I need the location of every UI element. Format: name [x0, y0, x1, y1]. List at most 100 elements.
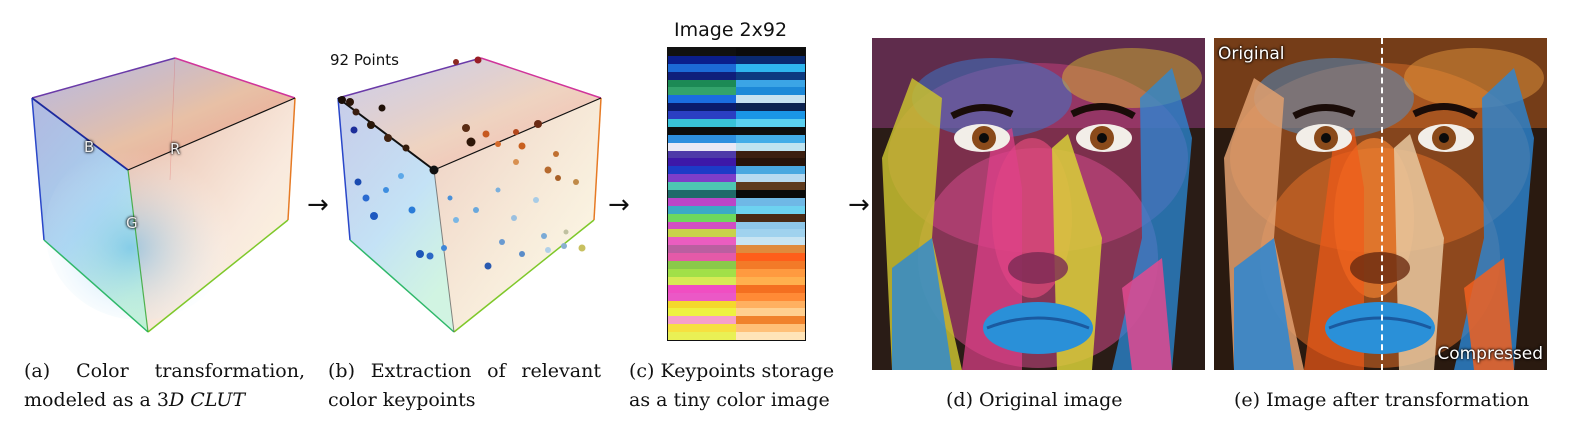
keypoint-swatch-right [736, 87, 805, 96]
keypoint-swatch-left [668, 284, 736, 293]
keypoint-swatch-right [736, 308, 805, 317]
caption-a-line2: modeled as a 3D CLUT [24, 386, 305, 415]
keypoint-swatch-left [668, 324, 736, 333]
label-original: Original [1218, 44, 1285, 64]
keypoint-swatch-right [736, 182, 805, 191]
keypoint-swatch-left [668, 166, 736, 175]
keypoint-swatch-right [736, 261, 805, 269]
keypoint-swatch-right [736, 71, 805, 80]
arrow-b-to-c: → [608, 190, 630, 220]
keypoint-swatch-left [668, 63, 736, 72]
keypoint-swatch-right [736, 119, 805, 127]
keypoint-swatch-right [736, 190, 805, 198]
keypoint-column-left [668, 48, 736, 340]
keypoint-swatch-left [668, 332, 736, 340]
axis-label-g: G [126, 214, 138, 232]
comparison-divider-line [1381, 38, 1383, 370]
keypoint-swatch-left [668, 48, 736, 56]
keypoint-swatch-right [736, 63, 805, 72]
caption-c-line1: (c) Keypoints storage [629, 360, 835, 382]
painted-face-transformed [1214, 38, 1547, 370]
keypoint-swatch-right [736, 150, 805, 159]
keypoint-swatch-left [668, 300, 736, 309]
caption-d: (d) Original image [946, 386, 1123, 415]
original-photo [872, 38, 1205, 370]
clut-cube-graphic [31, 57, 296, 333]
points-count-label: 92 Points [330, 51, 399, 69]
keypoint-swatch-left [668, 253, 736, 262]
keypoint-swatch-left [668, 213, 736, 222]
caption-a-line1: (a) Color transformation, [24, 360, 305, 382]
keypoint-swatch-right [736, 292, 805, 301]
keypoint-swatch-left [668, 95, 736, 104]
keypoint-swatch-right [736, 142, 805, 151]
keypoint-swatch-right [736, 237, 805, 246]
caption-e: (e) Image after transformation [1234, 386, 1529, 415]
keypoint-swatch-left [668, 292, 736, 301]
keypoint-image-strip [667, 47, 806, 341]
keypoint-swatch-left [668, 119, 736, 127]
keypoint-swatch-right [736, 229, 805, 238]
keypoint-swatch-right [736, 276, 805, 285]
keypoint-swatch-right [736, 245, 805, 254]
keypoint-swatch-right [736, 126, 805, 135]
keypoint-swatch-right [736, 284, 805, 293]
panel-b-keypoints: 92 Points [326, 50, 611, 340]
keypoint-swatch-right [736, 79, 805, 88]
keypoint-swatch-left [668, 229, 736, 238]
caption-a-line2-text: modeled as a 3 [24, 389, 169, 411]
keypoint-swatch-right [736, 213, 805, 222]
painted-face-original [872, 38, 1205, 370]
keypoint-swatch-right [736, 111, 805, 120]
keypoint-swatch-right [736, 55, 805, 64]
keypoint-swatch-right [736, 332, 805, 340]
caption-b: (b) Extraction of relevant color keypoin… [328, 357, 601, 415]
keypoint-swatch-left [668, 126, 736, 135]
keypoint-swatch-left [668, 237, 736, 246]
caption-a: (a) Color transformation, modeled as a 3… [24, 357, 305, 415]
keypoint-swatch-right [736, 174, 805, 183]
keypoint-swatch-left [668, 134, 736, 143]
keypoint-swatch-left [668, 158, 736, 167]
keypoint-swatch-right [736, 197, 805, 206]
keypoint-swatch-left [668, 245, 736, 254]
keypoint-swatch-left [668, 150, 736, 159]
keypoint-swatch-left [668, 111, 736, 120]
keypoint-swatch-left [668, 190, 736, 198]
keypoint-swatch-left [668, 142, 736, 151]
keypoint-swatch-right [736, 48, 805, 56]
keypoint-swatch-left [668, 79, 736, 88]
keypoint-swatch-right [736, 158, 805, 167]
keypoint-swatch-left [668, 174, 736, 183]
caption-b-line2: color keypoints [328, 389, 476, 411]
keypoint-swatch-left [668, 221, 736, 230]
keypoint-swatch-left [668, 87, 736, 96]
caption-a-line2-emphasis: D CLUT [168, 389, 246, 411]
panel-c-keypoint-image: Image 2x92 [660, 17, 810, 347]
keypoint-image-title: Image 2x92 [674, 19, 788, 41]
keypoints-cube-graphic [337, 56, 602, 333]
keypoint-swatch-left [668, 205, 736, 214]
keypoint-swatch-right [736, 95, 805, 104]
keypoint-swatch-right [736, 268, 805, 277]
keypoint-column-right [736, 48, 805, 340]
caption-c-line2: as a tiny color image [629, 389, 830, 411]
keypoint-swatch-right [736, 205, 805, 214]
keypoint-swatch-right [736, 324, 805, 333]
caption-d-text: (d) Original image [946, 389, 1123, 411]
transformed-photo: Original Compressed [1214, 38, 1547, 370]
keypoint-swatch-right [736, 253, 805, 262]
keypoint-swatch-right [736, 103, 805, 112]
arrow-c-to-d: → [848, 190, 870, 220]
keypoint-swatch-left [668, 103, 736, 112]
keypoint-swatch-left [668, 308, 736, 317]
keypoint-swatch-left [668, 268, 736, 277]
keypoint-swatch-left [668, 316, 736, 325]
keypoint-swatch-left [668, 197, 736, 206]
axis-label-r: R [170, 140, 181, 158]
keypoint-swatch-right [736, 300, 805, 309]
caption-e-text: (e) Image after transformation [1234, 389, 1530, 411]
keypoint-swatch-right [736, 316, 805, 325]
keypoint-swatch-left [668, 261, 736, 269]
axis-label-b: B [84, 138, 95, 156]
